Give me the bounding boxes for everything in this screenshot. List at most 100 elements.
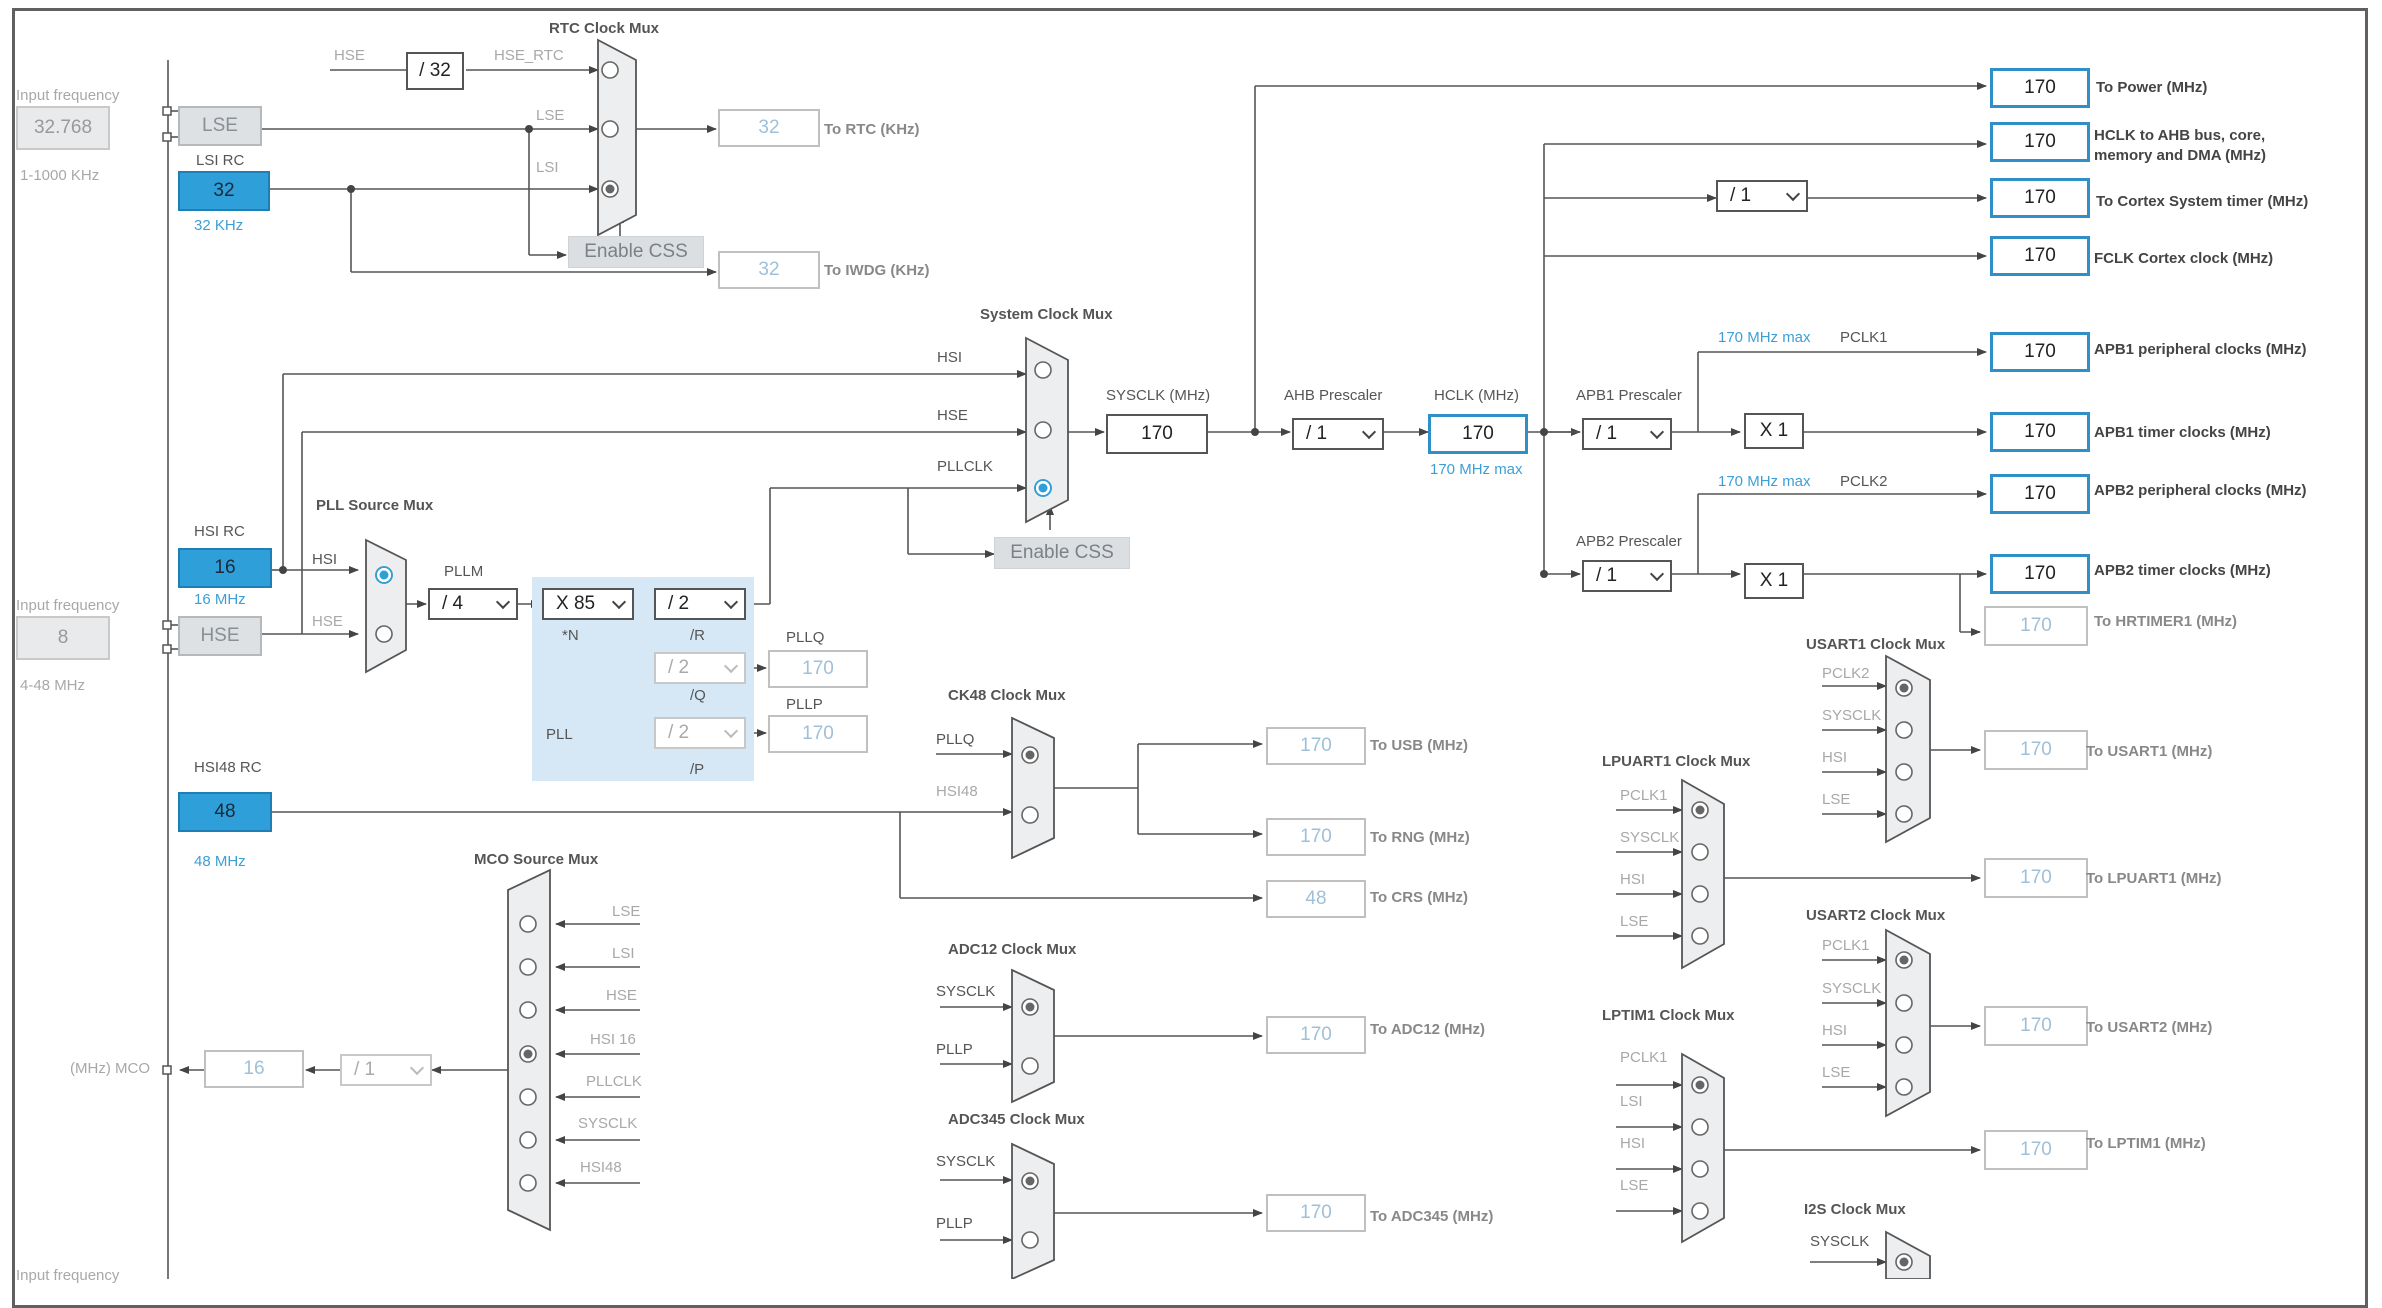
ahb-prescaler-select[interactable]: / 1 bbox=[1292, 418, 1384, 450]
chevron-down-icon bbox=[723, 723, 739, 739]
pllp-select[interactable]: / 2 bbox=[654, 717, 746, 749]
chevron-down-icon bbox=[495, 594, 511, 610]
radio-lpuart1-lse[interactable] bbox=[1691, 927, 1709, 945]
usart1-output-value[interactable]: 170 bbox=[1984, 730, 2088, 770]
radio-pll-hse[interactable] bbox=[375, 625, 393, 643]
pllm-select[interactable]: / 4 bbox=[428, 588, 518, 620]
radio-lptim1-lsi[interactable] bbox=[1691, 1118, 1709, 1136]
pllr-label: /R bbox=[690, 627, 705, 644]
apb2-peripheral-output-value[interactable]: 170 bbox=[1990, 474, 2090, 514]
radio-mco-lsi[interactable] bbox=[519, 958, 537, 976]
crs-output-value[interactable]: 48 bbox=[1266, 880, 1366, 918]
rtc-output-value[interactable]: 32 bbox=[718, 109, 820, 147]
radio-mco-lse[interactable] bbox=[519, 915, 537, 933]
radio-lptim1-lse[interactable] bbox=[1691, 1202, 1709, 1220]
sysclk-value[interactable]: 170 bbox=[1106, 414, 1208, 454]
radio-adc345-pllp[interactable] bbox=[1021, 1231, 1039, 1249]
apb2-timer-output-value[interactable]: 170 bbox=[1990, 554, 2090, 594]
radio-lpuart1-hsi[interactable] bbox=[1691, 885, 1709, 903]
lptim1-output-value[interactable]: 170 bbox=[1984, 1130, 2088, 1170]
lpuart1-output-value[interactable]: 170 bbox=[1984, 858, 2088, 898]
mco-input-lsi: LSI bbox=[612, 945, 635, 962]
usart2-output-value[interactable]: 170 bbox=[1984, 1006, 2088, 1046]
hse-oscillator[interactable]: HSE bbox=[178, 616, 262, 656]
adc345-output-value[interactable]: 170 bbox=[1266, 1194, 1366, 1232]
ck48-pllq-label: PLLQ bbox=[936, 731, 975, 748]
adc12-output-label: To ADC12 (MHz) bbox=[1370, 1021, 1485, 1038]
hse-input-frequency[interactable]: 8 bbox=[16, 616, 110, 660]
radio-rtc-hse[interactable] bbox=[601, 61, 619, 79]
mco-input-hsi16: HSI 16 bbox=[590, 1031, 636, 1048]
radio-mco-hsi48[interactable] bbox=[519, 1174, 537, 1192]
apb1-peripheral-output-label: APB1 peripheral clocks (MHz) bbox=[2094, 341, 2307, 358]
apb1-timer-multiplier[interactable]: X 1 bbox=[1744, 413, 1804, 449]
adc12-mux-title: ADC12 Clock Mux bbox=[948, 941, 1077, 958]
iwdg-output-value[interactable]: 32 bbox=[718, 251, 820, 289]
pll-source-mux-title: PLL Source Mux bbox=[316, 497, 434, 514]
sys-hse-label: HSE bbox=[937, 407, 968, 424]
adc345-output-label: To ADC345 (MHz) bbox=[1370, 1208, 1494, 1225]
mco-output-label: (MHz) MCO bbox=[70, 1060, 150, 1077]
chevron-down-icon bbox=[409, 1060, 425, 1076]
pllq-value[interactable]: 170 bbox=[768, 650, 868, 688]
rng-output-value[interactable]: 170 bbox=[1266, 818, 1366, 856]
rtc-enable-css-button[interactable]: Enable CSS bbox=[568, 236, 704, 268]
lse-input-frequency[interactable]: 32.768 bbox=[16, 106, 110, 150]
hsi48-rc-oscillator[interactable]: 48 bbox=[178, 792, 272, 832]
pll-label: PLL bbox=[546, 726, 573, 743]
radio-usart2-sysclk[interactable] bbox=[1895, 994, 1913, 1012]
apb1-timer-output-value[interactable]: 170 bbox=[1990, 412, 2090, 452]
rtc-lsi-label: LSI bbox=[536, 159, 559, 176]
cortex-timer-output-value[interactable]: 170 bbox=[1990, 178, 2090, 218]
power-output-value[interactable]: 170 bbox=[1990, 68, 2090, 108]
mco-input-lse: LSE bbox=[612, 903, 641, 920]
radio-rtc-lse[interactable] bbox=[601, 120, 619, 138]
apb2-timer-multiplier[interactable]: X 1 bbox=[1744, 563, 1804, 599]
apb1-timer-output-label: APB1 timer clocks (MHz) bbox=[2094, 424, 2271, 441]
hclk-ahb-output-value[interactable]: 170 bbox=[1990, 122, 2090, 162]
hclk-value[interactable]: 170 bbox=[1428, 414, 1528, 454]
radio-usart1-sysclk[interactable] bbox=[1895, 721, 1913, 739]
pllp-value[interactable]: 170 bbox=[768, 715, 868, 753]
radio-usart1-hsi[interactable] bbox=[1895, 763, 1913, 781]
radio-sys-hsi[interactable] bbox=[1034, 361, 1052, 379]
input-frequency-label: Input frequency bbox=[16, 87, 120, 104]
hrtimer1-output-value[interactable]: 170 bbox=[1984, 606, 2088, 646]
hclk-ahb-output-label-1: HCLK to AHB bus, core, bbox=[2094, 127, 2266, 144]
hse-rtc-divider[interactable]: / 32 bbox=[406, 52, 464, 90]
pllr-select[interactable]: / 2 bbox=[654, 588, 746, 620]
usart2-input-sysclk: SYSCLK bbox=[1822, 980, 1882, 997]
radio-sys-hse[interactable] bbox=[1034, 421, 1052, 439]
cortex-divider-select[interactable]: / 1 bbox=[1716, 180, 1808, 212]
radio-lptim1-hsi[interactable] bbox=[1691, 1160, 1709, 1178]
radio-mco-hse[interactable] bbox=[519, 1001, 537, 1019]
radio-lpuart1-sysclk[interactable] bbox=[1691, 843, 1709, 861]
radio-mco-pllclk[interactable] bbox=[519, 1088, 537, 1106]
power-output-label: To Power (MHz) bbox=[2096, 79, 2208, 96]
adc12-output-value[interactable]: 170 bbox=[1266, 1016, 1366, 1054]
radio-mco-sysclk[interactable] bbox=[519, 1131, 537, 1149]
lsi-rc-oscillator[interactable]: 32 bbox=[178, 171, 270, 211]
lptim1-input-hsi: HSI bbox=[1620, 1135, 1646, 1152]
apb2-prescaler-select[interactable]: / 1 bbox=[1582, 560, 1672, 592]
lse-oscillator[interactable]: LSE bbox=[178, 106, 262, 146]
pllq-select[interactable]: / 2 bbox=[654, 652, 746, 684]
apb1-prescaler-select[interactable]: / 1 bbox=[1582, 418, 1672, 450]
fclk-output-value[interactable]: 170 bbox=[1990, 236, 2090, 276]
radio-usart2-hsi[interactable] bbox=[1895, 1036, 1913, 1054]
sys-enable-css-button[interactable]: Enable CSS bbox=[994, 537, 1130, 569]
radio-usart1-lse[interactable] bbox=[1895, 805, 1913, 823]
hse-frequency-range: 4-48 MHz bbox=[20, 677, 86, 694]
radio-adc12-pllp[interactable] bbox=[1021, 1057, 1039, 1075]
radio-ck48-hsi48[interactable] bbox=[1021, 806, 1039, 824]
mco-output-value[interactable]: 16 bbox=[204, 1050, 304, 1088]
usb-output-value[interactable]: 170 bbox=[1266, 727, 1366, 765]
hsi-rc-label: HSI RC bbox=[194, 523, 245, 540]
chevron-down-icon bbox=[1649, 424, 1665, 440]
plln-select[interactable]: X 85 bbox=[542, 588, 634, 620]
radio-usart2-lse[interactable] bbox=[1895, 1078, 1913, 1096]
pllm-label: PLLM bbox=[444, 563, 484, 580]
apb1-peripheral-output-value[interactable]: 170 bbox=[1990, 332, 2090, 372]
hsi-rc-oscillator[interactable]: 16 bbox=[178, 548, 272, 588]
mco-divider-select[interactable]: / 1 bbox=[340, 1054, 432, 1086]
